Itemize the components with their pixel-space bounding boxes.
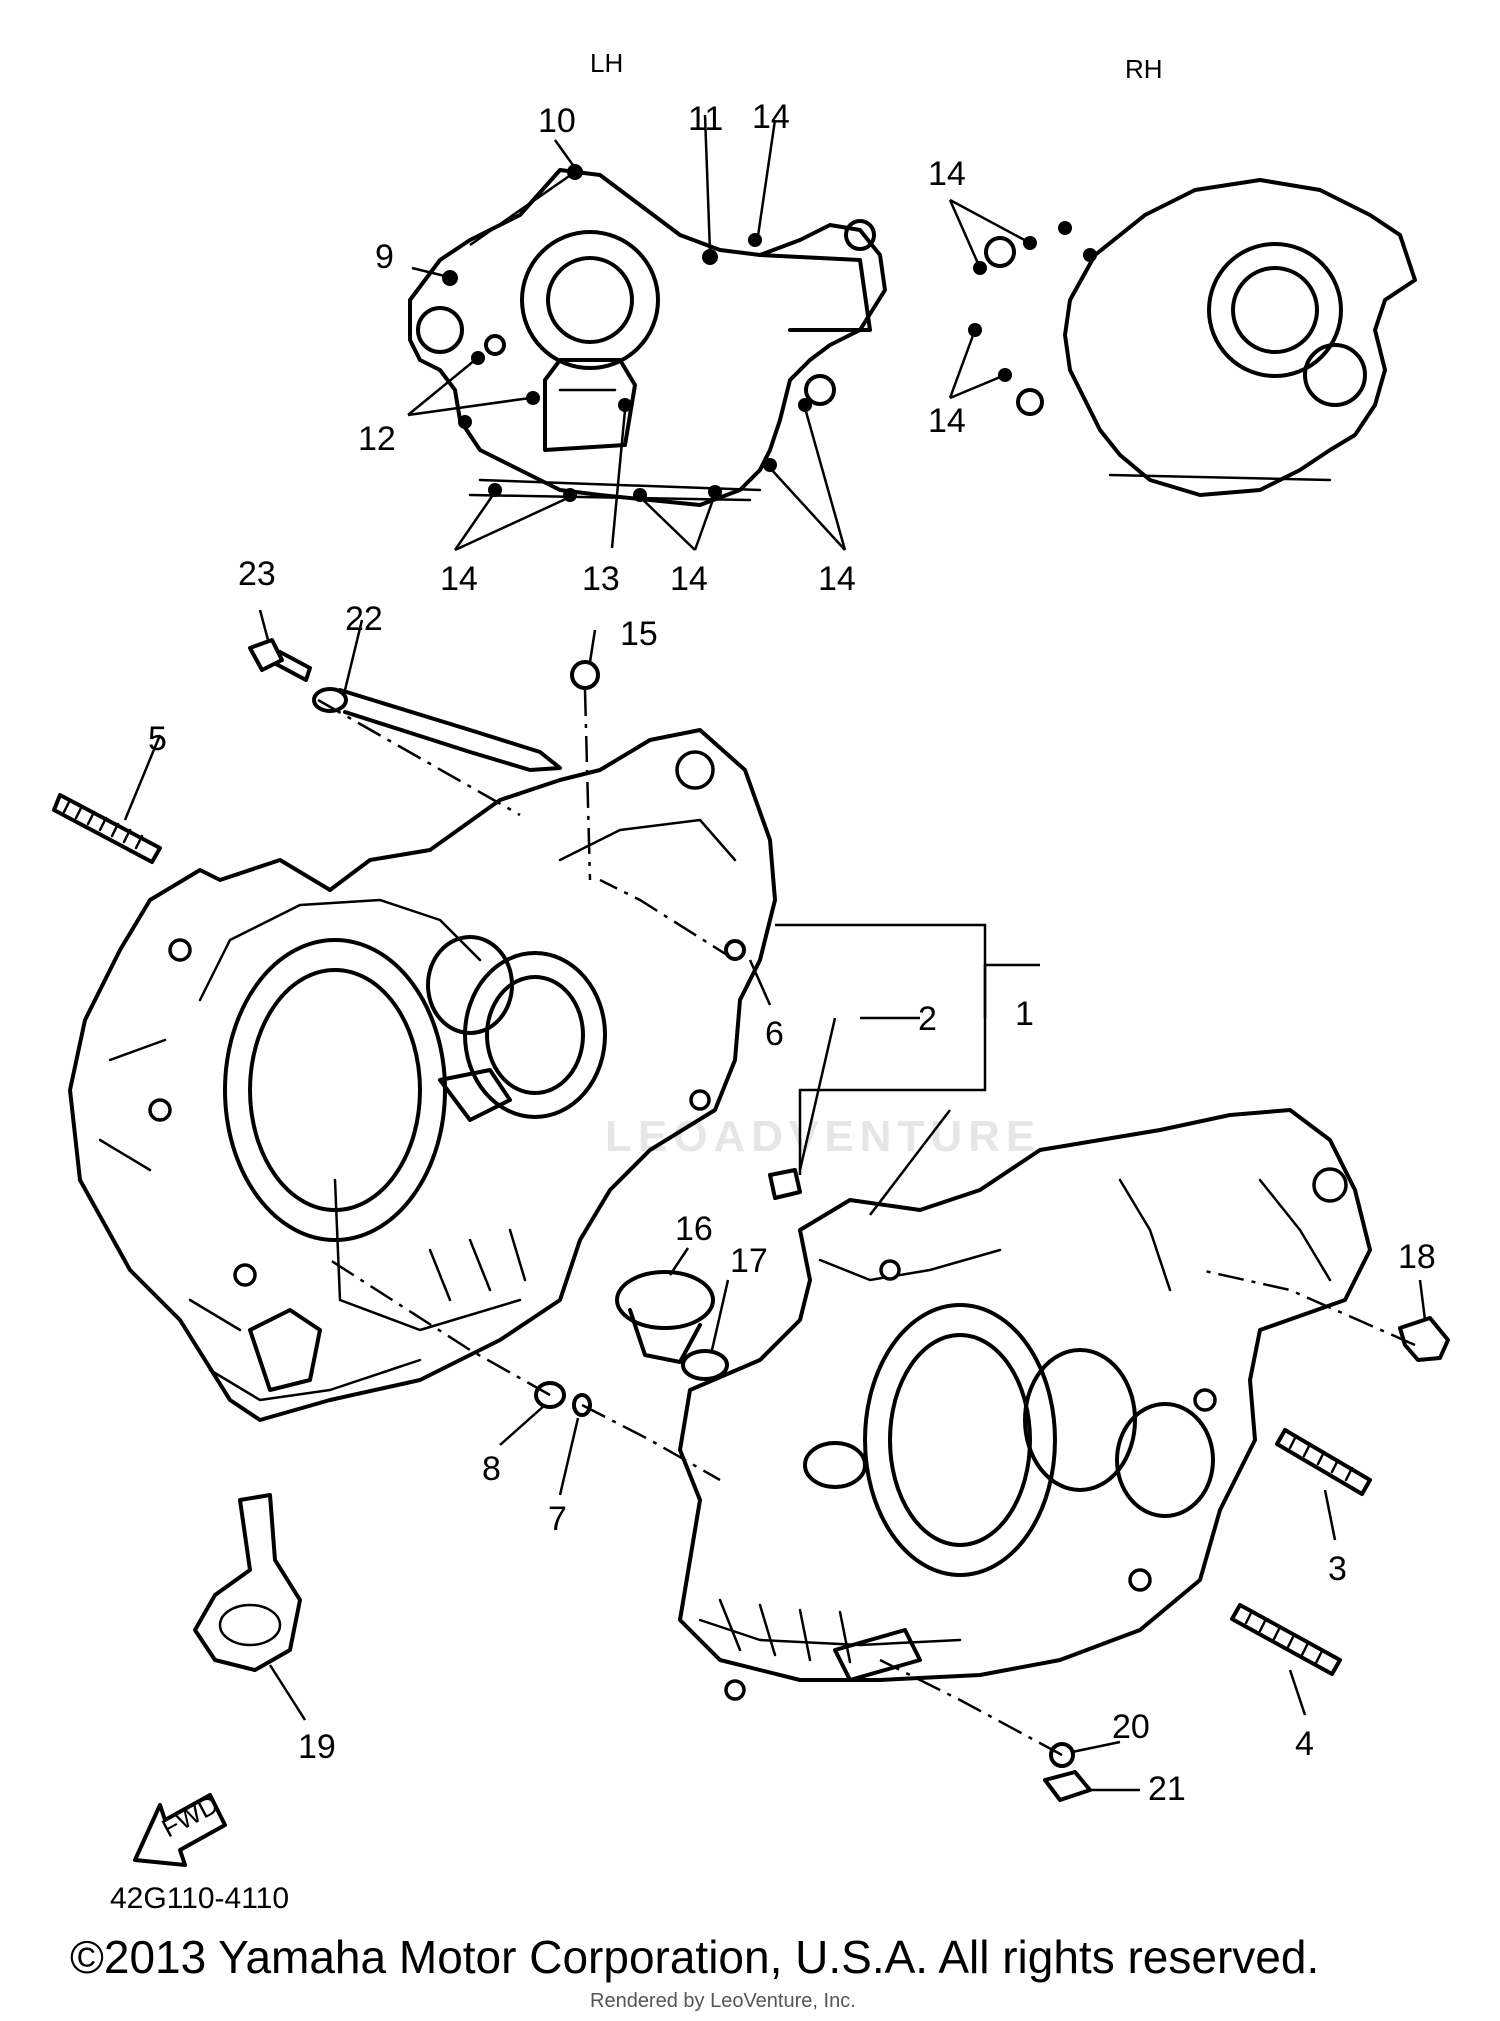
forward-arrow-label: FWD (157, 1789, 223, 1843)
assembly-lines (123, 609, 1427, 1792)
callout-11: 11 (688, 100, 723, 138)
part-7-o-ring (572, 1393, 592, 1417)
callout-14-rh-top: 14 (928, 155, 966, 193)
render-note: Rendered by LeoVenture, Inc. (590, 1990, 856, 2012)
part-15-nut (570, 660, 600, 690)
callout-7: 7 (548, 1500, 567, 1538)
callout-labels: 10 11 14 9 12 14 13 14 14 14 14 23 22 15… (148, 98, 1436, 1808)
top-leaders (407, 114, 1031, 552)
callout-20: 20 (1112, 1708, 1150, 1746)
copyright-notice: ©2013 Yamaha Motor Corporation, U.S.A. A… (70, 1931, 1320, 1983)
callout-21: 21 (1148, 1770, 1186, 1808)
part-16-cap (615, 1270, 715, 1364)
callout-22: 22 (345, 600, 383, 638)
part-2-dowel-pin (768, 1168, 802, 1200)
part-code: 42G110-4110 (110, 1882, 289, 1915)
callout-14-bottom-left: 14 (440, 560, 478, 598)
watermark: LEOADVENTURE (605, 1112, 1042, 1161)
part-8-dowel (534, 1381, 566, 1409)
callout-9: 9 (375, 238, 394, 276)
part-4-stud (1230, 1603, 1342, 1676)
side-label-rh: RH (1125, 54, 1163, 84)
callout-13: 13 (582, 560, 620, 598)
callout-3: 3 (1328, 1550, 1347, 1588)
callout-6: 6 (765, 1015, 784, 1053)
callout-5: 5 (148, 720, 167, 758)
part-17-o-ring (681, 1349, 729, 1381)
part-19-strainer (193, 1493, 302, 1672)
callout-2: 2 (918, 1000, 937, 1038)
part-5-stud (52, 793, 162, 864)
forward-arrow: FWD (133, 1789, 227, 1867)
callout-16: 16 (675, 1210, 713, 1248)
callout-15: 15 (620, 615, 658, 653)
callout-14-bottom-right: 14 (818, 560, 856, 598)
callout-8: 8 (482, 1450, 501, 1488)
lh-bolt-dots (442, 164, 812, 502)
rh-case-inner-view (984, 178, 1417, 497)
lh-case-inner-view (408, 168, 887, 507)
right-crankcase-half (678, 1108, 1372, 1701)
callout-14-rh-bottom: 14 (928, 402, 966, 440)
callout-4: 4 (1295, 1725, 1314, 1763)
left-crankcase-half (68, 728, 777, 1422)
callout-23: 23 (238, 555, 276, 593)
callout-14-bottom-mid: 14 (670, 560, 708, 598)
part-3-stud (1275, 1428, 1372, 1496)
part-18-breather (1398, 1316, 1450, 1362)
callout-14-top: 14 (752, 98, 790, 136)
callout-19: 19 (298, 1728, 336, 1766)
part-20-nut (1049, 1742, 1075, 1768)
callout-10: 10 (538, 102, 576, 140)
side-label-lh: LH (590, 48, 623, 78)
part-22-plate (312, 687, 562, 772)
callout-17: 17 (730, 1242, 768, 1280)
part-21-washer (1043, 1770, 1092, 1802)
callout-12: 12 (358, 420, 396, 458)
callout-18: 18 (1398, 1238, 1436, 1276)
part-23-bolt (248, 638, 312, 682)
callout-1: 1 (1015, 995, 1034, 1033)
